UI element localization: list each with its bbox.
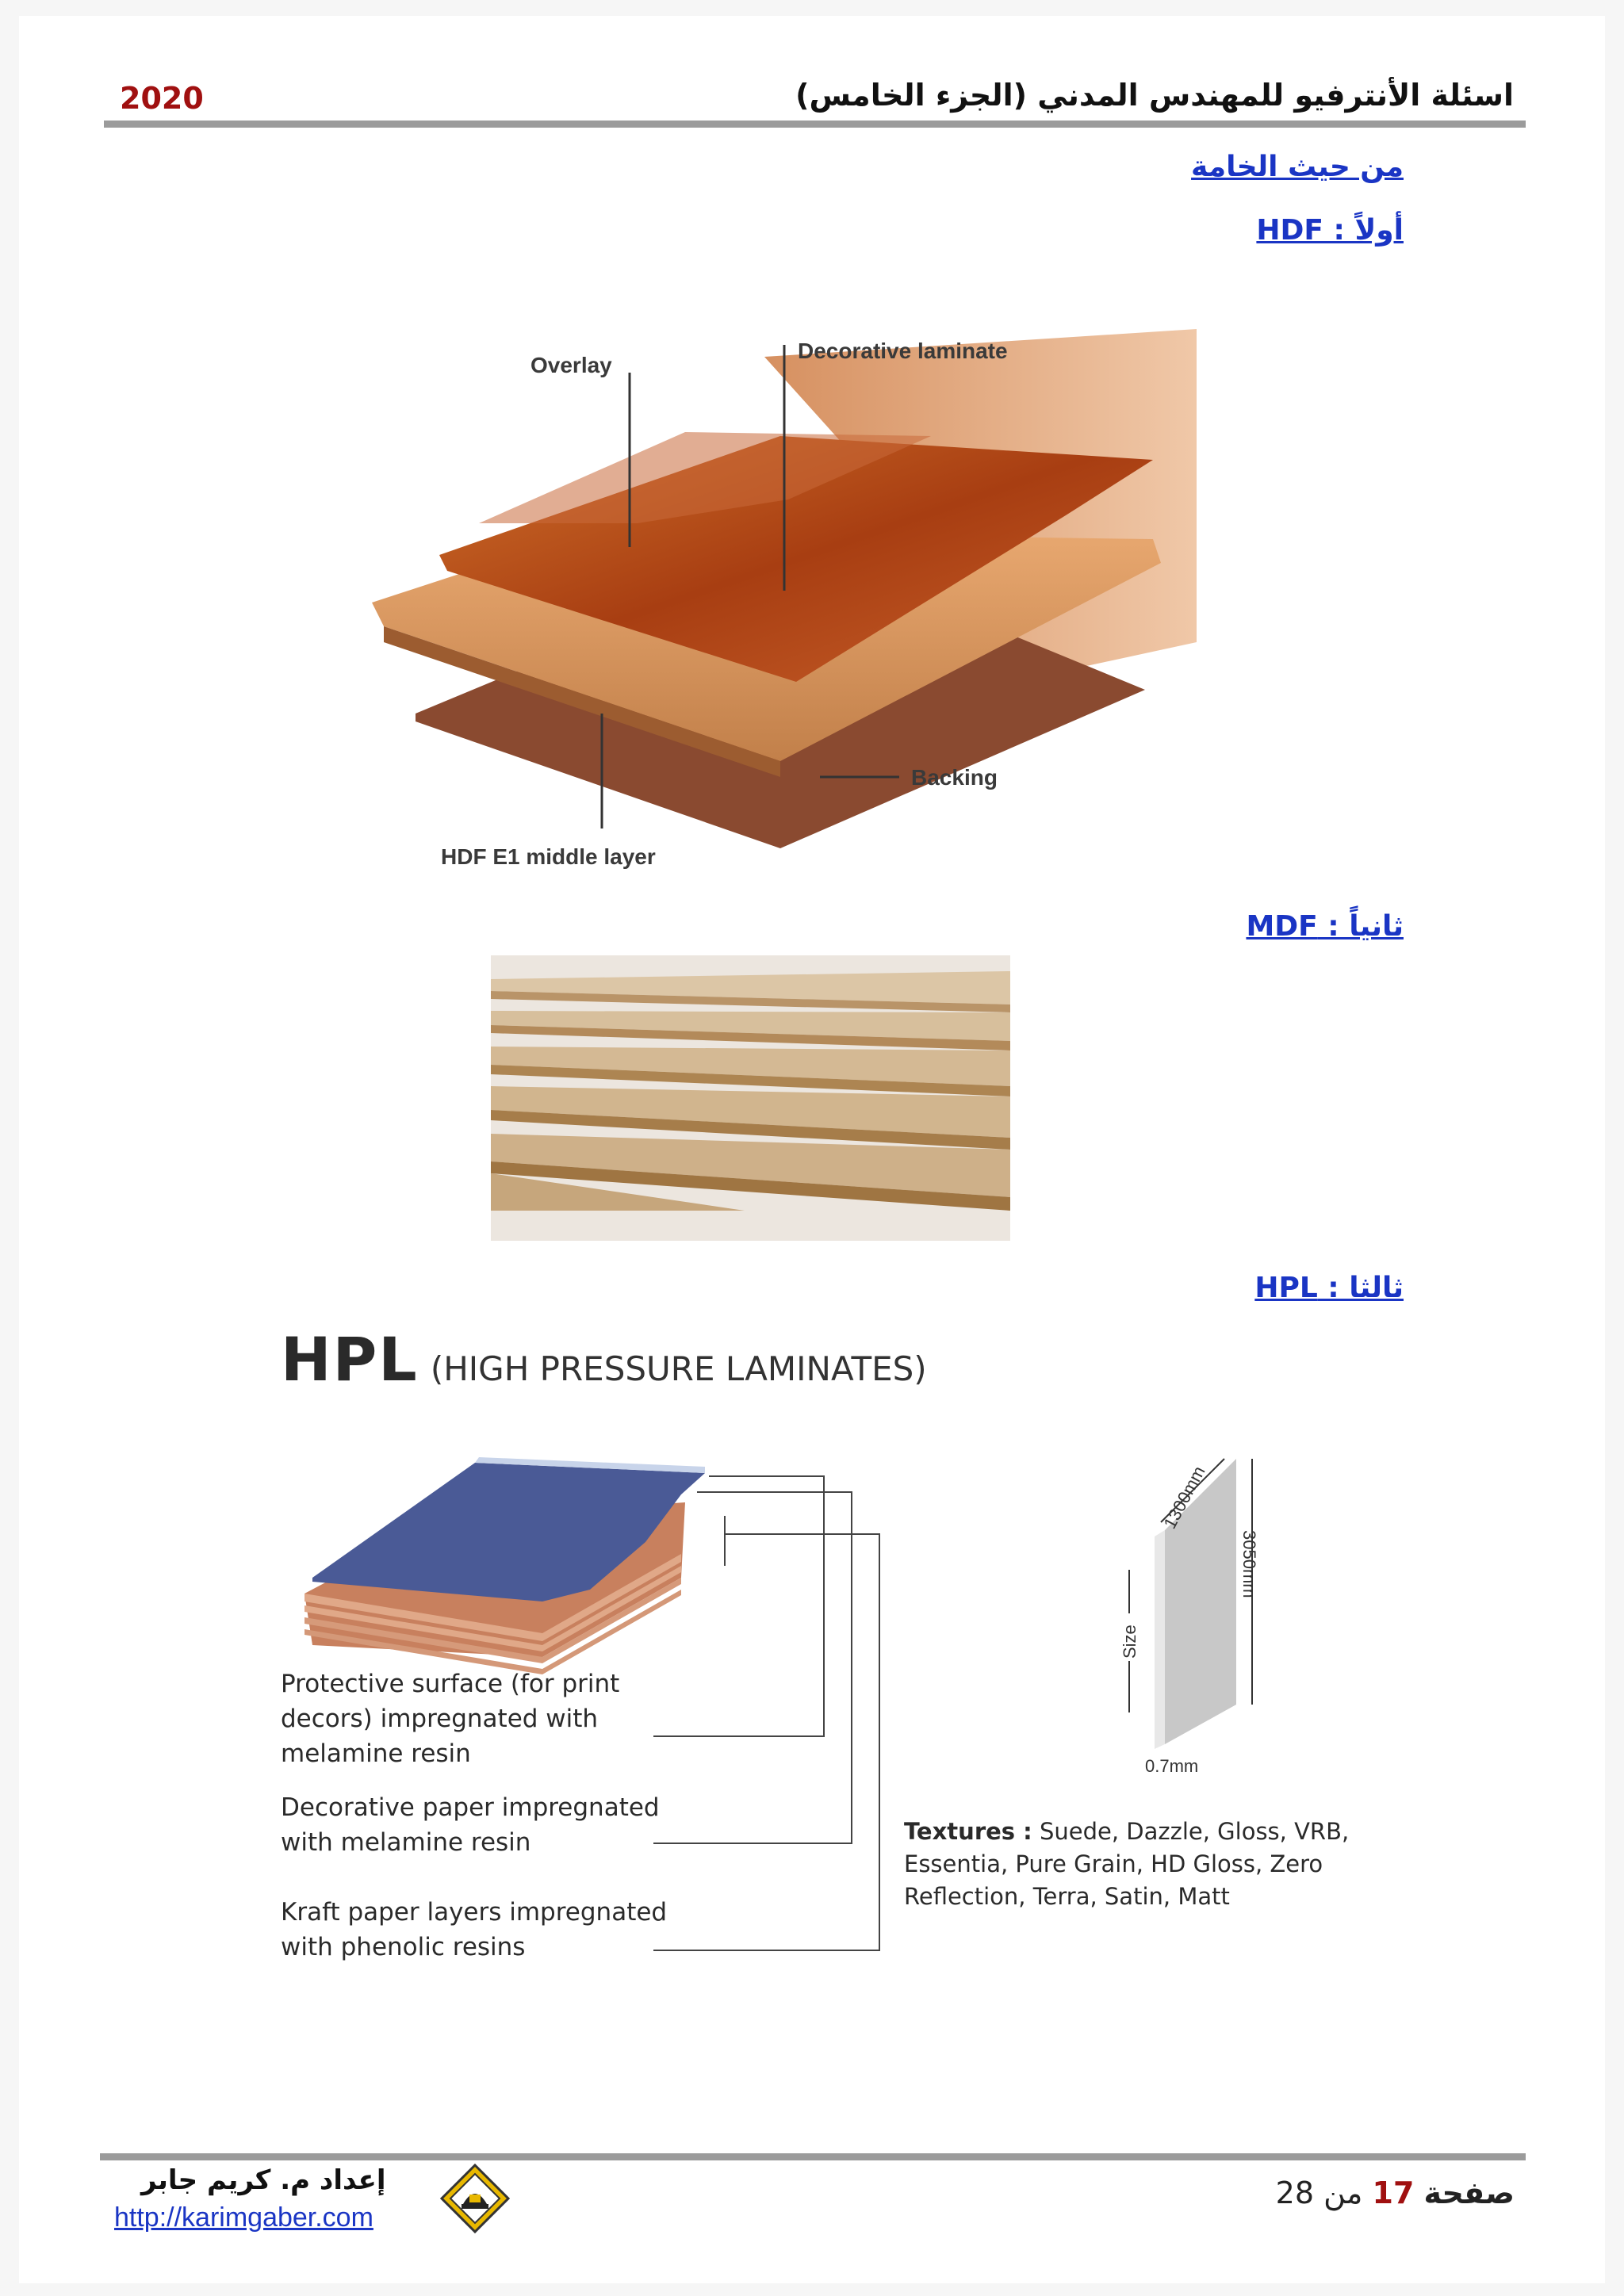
hpl-decorative-paper <box>312 1463 705 1601</box>
middle-layer-label: HDF E1 middle layer <box>441 844 656 869</box>
overlay-label: Overlay <box>530 353 612 377</box>
protective-surface-desc: Protective surface (for print decors) im… <box>281 1670 620 1768</box>
textures-line-2: Essentia, Pure Grain, HD Gloss, Zero <box>904 1850 1323 1877</box>
hpl-layers-diagram <box>304 1457 880 1951</box>
size-label-bg <box>1121 1613 1137 1661</box>
page-current: 17 <box>1372 2175 1415 2210</box>
height-dim-label: 3050mm <box>1239 1530 1259 1598</box>
leader-line-decorative <box>653 1491 852 1844</box>
material-heading-link[interactable]: من حيث الخامة <box>1191 151 1404 183</box>
header-title: اسئلة الأنترفيو للمهندس المدني (الجزء ال… <box>795 78 1514 113</box>
hdf-layers-diagram: Overlay Decorative laminate Backing HDF … <box>372 329 1197 869</box>
hpl-sheet <box>1165 1459 1236 1744</box>
footer-rule <box>100 2153 1526 2160</box>
decorative-paper-desc: Decorative paper impregnated with melami… <box>281 1793 660 1857</box>
footer-url-link[interactable]: http://karimgaber.com <box>114 2202 373 2233</box>
engineer-logo-icon <box>439 2163 511 2234</box>
hpl-title-sub: (HIGH PRESSURE LAMINATES) <box>430 1349 927 1388</box>
textures-line-1: Suede, Dazzle, Gloss, VRB, <box>1032 1818 1350 1845</box>
backing-label: Backing <box>911 765 998 790</box>
page-word: صفحة <box>1423 2175 1515 2210</box>
hpl-title-main: HPL <box>281 1324 419 1395</box>
mdf-board-stack <box>491 971 1010 1211</box>
footer-author: إعداد م. كريم جابر <box>141 2164 386 2196</box>
hpl-diagram-title: HPL (HIGH PRESSURE LAMINATES) <box>281 1324 927 1395</box>
hdf-core-edge <box>384 626 780 777</box>
thickness-label: 0.7mm <box>1145 1756 1198 1776</box>
decorative-label: Decorative laminate <box>798 339 1008 363</box>
mdf-heading-link[interactable]: ثانياً : MDF <box>1246 910 1404 943</box>
page-total: 28 <box>1275 2175 1315 2210</box>
leader-line-kraft <box>653 1516 880 1951</box>
hpl-sheet-size-diagram: 1300mm 3050mm Size 0.7mm <box>1120 1458 1259 1776</box>
kraft-paper-desc: Kraft paper layers impregnated with phen… <box>281 1898 668 1961</box>
mdf-boards-image <box>491 955 1010 1241</box>
page-of-word: من <box>1323 2175 1363 2210</box>
width-dim-line <box>1160 1458 1225 1523</box>
document-page: 2020 اسئلة الأنترفيو للمهندس المدني (الج… <box>19 16 1605 2283</box>
header-rule <box>104 121 1526 128</box>
hdf-heading-link[interactable]: أولاً : HDF <box>1256 214 1404 247</box>
footer-page-number: صفحة 17 من 28 <box>1276 2175 1515 2210</box>
size-label: Size <box>1120 1624 1139 1659</box>
hdf-overlay-layer <box>479 432 931 523</box>
hpl-heading-link[interactable]: ثالثا : HPL <box>1254 1272 1404 1304</box>
textures-line-3: Reflection, Terra, Satin, Matt <box>904 1883 1230 1910</box>
header-year: 2020 <box>120 81 204 116</box>
hpl-protective-surface <box>475 1457 705 1473</box>
leader-line-protective <box>653 1475 825 1737</box>
textures-label: Textures : <box>904 1818 1032 1845</box>
hpl-sheet-edge <box>1155 1530 1165 1749</box>
textures-block: Textures : Suede, Dazzle, Gloss, VRB, Es… <box>904 1816 1349 1913</box>
